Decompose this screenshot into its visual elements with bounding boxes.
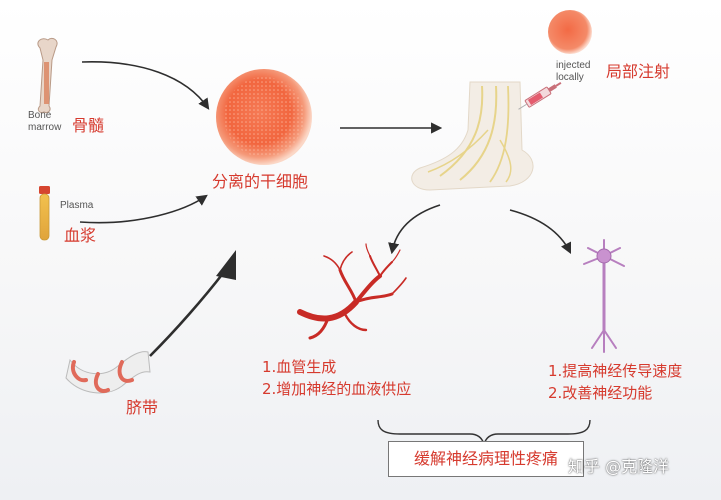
outcome-right-item-1: 1.提高神经传导速度	[548, 362, 683, 380]
injected-en-line2: locally	[556, 71, 584, 83]
plasma-tube-icon	[39, 186, 50, 241]
outcome-right: 1.提高神经传导速度 2.改善神经功能	[548, 360, 682, 404]
plasma-en-label: Plasma	[60, 200, 94, 211]
conclusion-box: 缓解神经病理性疼痛	[388, 441, 584, 477]
arrow-bone-to-cell	[81, 61, 210, 110]
foot-nerves-icon	[411, 81, 534, 191]
bone-marrow-en-label: Bone marrow	[28, 110, 61, 133]
bone-icon	[37, 37, 58, 113]
injected-en-line1: injected	[556, 60, 591, 71]
stem-cell-label: 分离的干细胞	[212, 172, 309, 191]
bone-marrow-en-line1: Bone	[28, 110, 52, 121]
bone-marrow-label: 骨髓	[72, 116, 105, 135]
outcome-left-item-1: 1.血管生成	[262, 358, 337, 376]
injected-cell-icon	[548, 10, 592, 54]
outcome-right-item-2: 2.改善神经功能	[548, 384, 653, 402]
arrow-plasma-to-cell	[79, 194, 208, 224]
syringe-icon	[518, 81, 562, 110]
bone-marrow-en-line2: marrow	[28, 121, 62, 133]
watermark: 知乎 @克隆洋	[568, 457, 670, 476]
blood-vessel-icon	[297, 243, 407, 340]
injected-locally-en-label: injected locally	[556, 60, 590, 83]
umbilical-cord-icon	[65, 351, 151, 394]
outcome-left: 1.血管生成 2.增加神经的血液供应	[262, 356, 411, 400]
flow-arrows	[79, 61, 572, 255]
arrow-cord-to-cell	[149, 250, 236, 357]
arrow-foot-to-neuron	[509, 209, 572, 255]
outcome-left-item-2: 2.增加神经的血液供应	[262, 380, 412, 398]
stem-cell-icon	[216, 69, 312, 165]
neuron-icon	[583, 239, 625, 353]
umbilical-cord-label: 脐带	[126, 398, 159, 417]
plasma-label: 血浆	[64, 226, 97, 245]
local-injection-label: 局部注射	[606, 62, 671, 81]
arrow-foot-to-vessel	[388, 204, 441, 255]
